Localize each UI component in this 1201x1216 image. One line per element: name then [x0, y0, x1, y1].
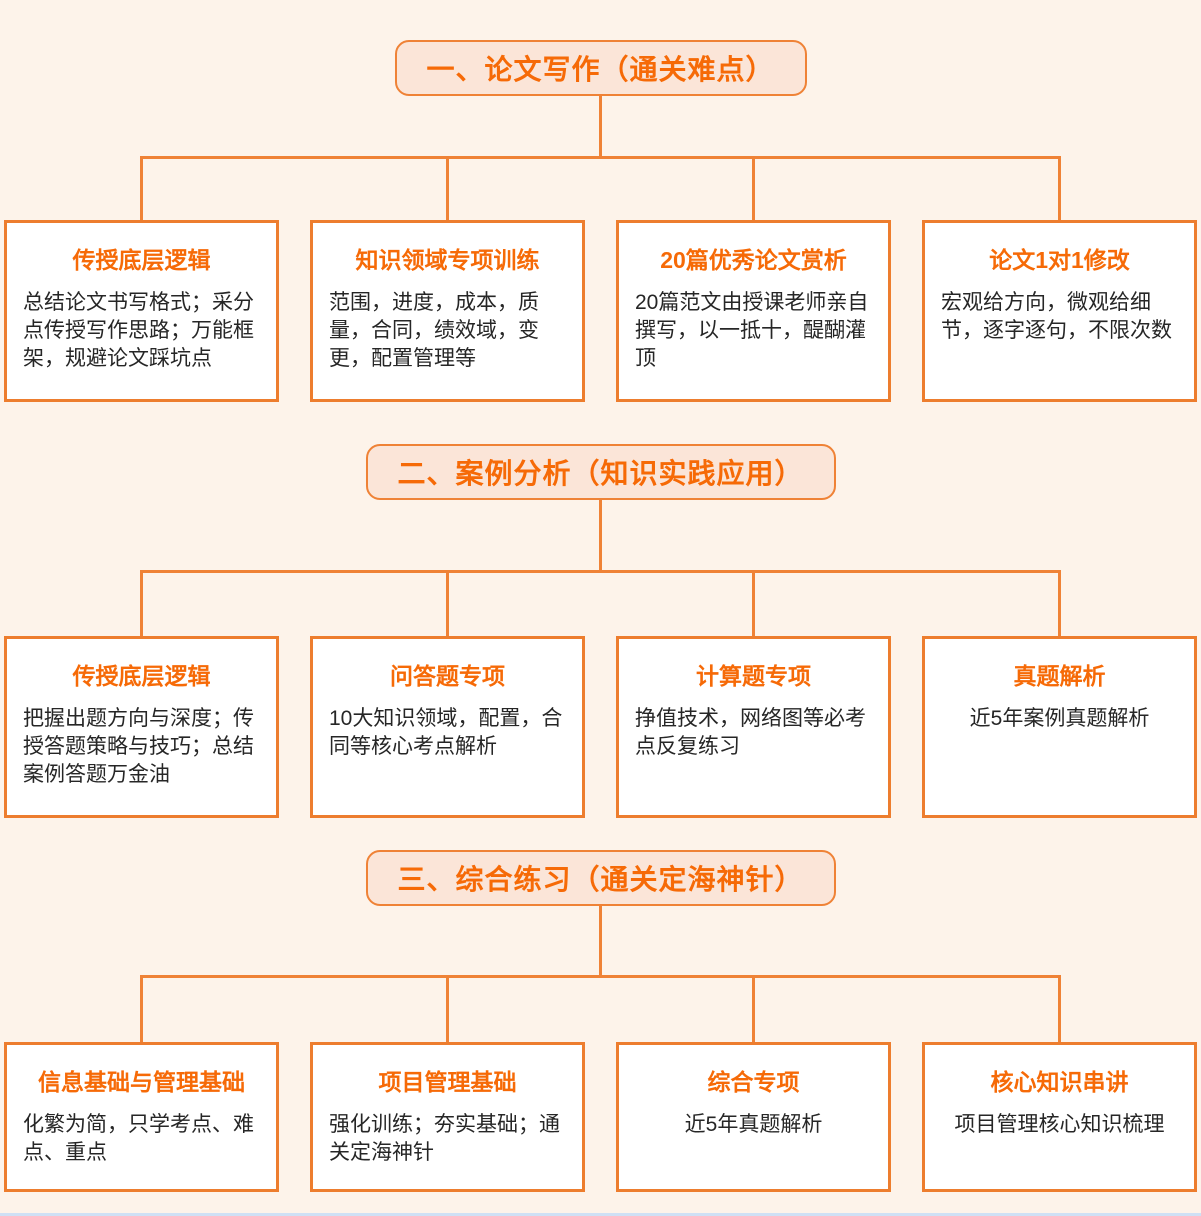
- section-1-drop-connector: [1058, 156, 1061, 220]
- next-block-edge-strip: [0, 1213, 1201, 1216]
- card-qa-special: 问答题专项 10大知识领域，配置，合同等核心考点解析: [310, 636, 585, 818]
- section-1-heading: 一、论文写作（通关难点）: [394, 40, 807, 96]
- section-3-stem-connector: [599, 906, 602, 977]
- section-3-card-row: 信息基础与管理基础 化繁为简，只学考点、难点、重点 项目管理基础 强化训练；夯实…: [4, 1042, 1197, 1192]
- section-3-rail-connector: [140, 975, 1061, 978]
- card-title: 论文1对1修改: [989, 247, 1130, 273]
- card-title: 综合专项: [707, 1069, 800, 1095]
- card-body: 宏观给方向，微观给细节，逐字逐句，不限次数: [941, 291, 1172, 342]
- section-3-drop-connector: [140, 975, 143, 1042]
- section-3-drop-connector: [752, 975, 755, 1042]
- card-title: 信息基础与管理基础: [38, 1069, 245, 1095]
- card-title: 传授底层逻辑: [72, 247, 211, 273]
- card-body: 近5年真题解析: [684, 1113, 823, 1136]
- section-3-heading-label: 三、综合练习（通关定海神针）: [397, 864, 804, 895]
- card-body: 近5年案例真题解析: [969, 707, 1150, 730]
- card-body: 挣值技术，网络图等必考点反复练习: [635, 707, 866, 758]
- card-body: 10大知识领域，配置，合同等核心考点解析: [329, 707, 563, 758]
- section-2-drop-connector: [446, 570, 449, 636]
- card-info-and-mgmt-basics: 信息基础与管理基础 化繁为简，只学考点、难点、重点: [4, 1042, 279, 1192]
- card-body: 强化训练；夯实基础；通关定海神针: [329, 1113, 560, 1164]
- section-2-heading: 二、案例分析（知识实践应用）: [365, 444, 836, 500]
- card-title: 问答题专项: [390, 663, 505, 689]
- card-20-essays-appreciation: 20篇优秀论文赏析 20篇范文由授课老师亲自撰写，以一抵十，醍醐灌顶: [616, 220, 891, 402]
- card-body: 把握出题方向与深度；传授答题策略与技巧；总结案例答题万金油: [23, 707, 254, 786]
- card-1on1-essay-revision: 论文1对1修改 宏观给方向，微观给细节，逐字逐句，不限次数: [922, 220, 1197, 402]
- card-title: 传授底层逻辑: [72, 663, 211, 689]
- card-title: 20篇优秀论文赏析: [660, 247, 847, 273]
- card-body: 20篇范文由授课老师亲自撰写，以一抵十，醍醐灌顶: [635, 291, 869, 370]
- card-title: 知识领域专项训练: [355, 247, 540, 273]
- section-1-heading-label: 一、论文写作（通关难点）: [426, 54, 775, 85]
- card-teach-logic-essay: 传授底层逻辑 总结论文书写格式；采分点传授写作思路；万能框架，规避论文踩坑点: [4, 220, 279, 402]
- card-body: 项目管理核心知识梳理: [954, 1113, 1165, 1136]
- card-comprehensive-special: 综合专项 近5年真题解析: [616, 1042, 891, 1192]
- card-past-papers-analysis: 真题解析 近5年案例真题解析: [922, 636, 1197, 818]
- card-core-knowledge-review: 核心知识串讲 项目管理核心知识梳理: [922, 1042, 1197, 1192]
- section-1-drop-connector: [446, 156, 449, 220]
- section-3-drop-connector: [1058, 975, 1061, 1042]
- section-1-card-row: 传授底层逻辑 总结论文书写格式；采分点传授写作思路；万能框架，规避论文踩坑点 知…: [4, 220, 1197, 402]
- section-2-stem-connector: [599, 500, 602, 572]
- card-calculation-special: 计算题专项 挣值技术，网络图等必考点反复练习: [616, 636, 891, 818]
- section-3-heading: 三、综合练习（通关定海神针）: [365, 850, 836, 906]
- card-knowledge-domain-training: 知识领域专项训练 范围，进度，成本，质量，合同，绩效域，变更，配置管理等: [310, 220, 585, 402]
- card-body: 化繁为简，只学考点、难点、重点: [23, 1113, 254, 1164]
- section-2-card-row: 传授底层逻辑 把握出题方向与深度；传授答题策略与技巧；总结案例答题万金油 问答题…: [4, 636, 1197, 818]
- card-title: 项目管理基础: [378, 1069, 517, 1095]
- section-2-drop-connector: [140, 570, 143, 636]
- card-body: 总结论文书写格式；采分点传授写作思路；万能框架，规避论文踩坑点: [23, 291, 254, 370]
- card-title: 核心知识串讲: [990, 1069, 1129, 1095]
- section-1-drop-connector: [752, 156, 755, 220]
- section-3-drop-connector: [446, 975, 449, 1042]
- card-project-mgmt-basics: 项目管理基础 强化训练；夯实基础；通关定海神针: [310, 1042, 585, 1192]
- section-2-drop-connector: [1058, 570, 1061, 636]
- card-teach-logic-case: 传授底层逻辑 把握出题方向与深度；传授答题策略与技巧；总结案例答题万金油: [4, 636, 279, 818]
- section-2-heading-label: 二、案例分析（知识实践应用）: [397, 458, 804, 489]
- card-title: 真题解析: [1013, 663, 1106, 689]
- section-1-drop-connector: [140, 156, 143, 220]
- section-2-rail-connector: [140, 570, 1061, 573]
- section-2-drop-connector: [752, 570, 755, 636]
- card-body: 范围，进度，成本，质量，合同，绩效域，变更，配置管理等: [329, 291, 539, 370]
- card-title: 计算题专项: [696, 663, 811, 689]
- section-1-stem-connector: [599, 96, 602, 158]
- section-1-rail-connector: [140, 156, 1061, 159]
